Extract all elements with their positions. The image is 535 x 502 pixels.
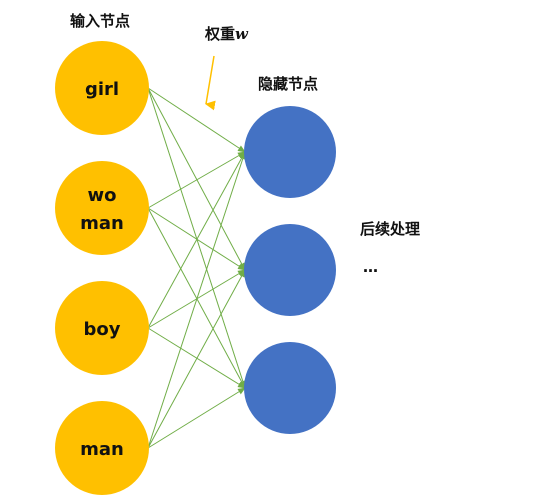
input-node <box>55 41 149 135</box>
connection-line <box>147 269 246 449</box>
ellipsis-label: … <box>363 258 378 276</box>
hidden-node <box>244 342 336 434</box>
connection-line <box>147 87 246 153</box>
connection-line <box>147 87 246 271</box>
input-node-label: man <box>80 213 124 234</box>
connection-line <box>147 207 246 389</box>
weight-label-var: w <box>235 25 248 43</box>
input-node-label: wo <box>88 185 117 206</box>
further-processing-label: 后续处理 <box>360 220 421 238</box>
weight-pointer-arrow <box>205 55 216 111</box>
input-nodes-group: girl wo man boy man <box>55 41 149 495</box>
input-node-label: girl <box>85 79 119 100</box>
connection-line <box>147 87 246 389</box>
connections-group <box>147 87 246 449</box>
input-node-label: man <box>80 439 124 460</box>
weight-label: 权重w <box>205 23 248 44</box>
connection-line <box>147 151 246 449</box>
connection-line <box>147 151 246 209</box>
input-node <box>55 161 149 255</box>
connection-line <box>147 151 246 329</box>
hidden-nodes-label: 隐藏节点 <box>258 75 319 93</box>
hidden-node <box>244 106 336 198</box>
input-nodes-label: 输入节点 <box>70 12 131 30</box>
input-node <box>55 401 149 495</box>
weight-label-prefix: 权重 <box>205 25 236 43</box>
input-node-label: boy <box>84 319 121 340</box>
input-node <box>55 281 149 375</box>
connection-line <box>147 387 246 449</box>
hidden-node <box>244 224 336 316</box>
hidden-nodes-group <box>244 106 336 434</box>
